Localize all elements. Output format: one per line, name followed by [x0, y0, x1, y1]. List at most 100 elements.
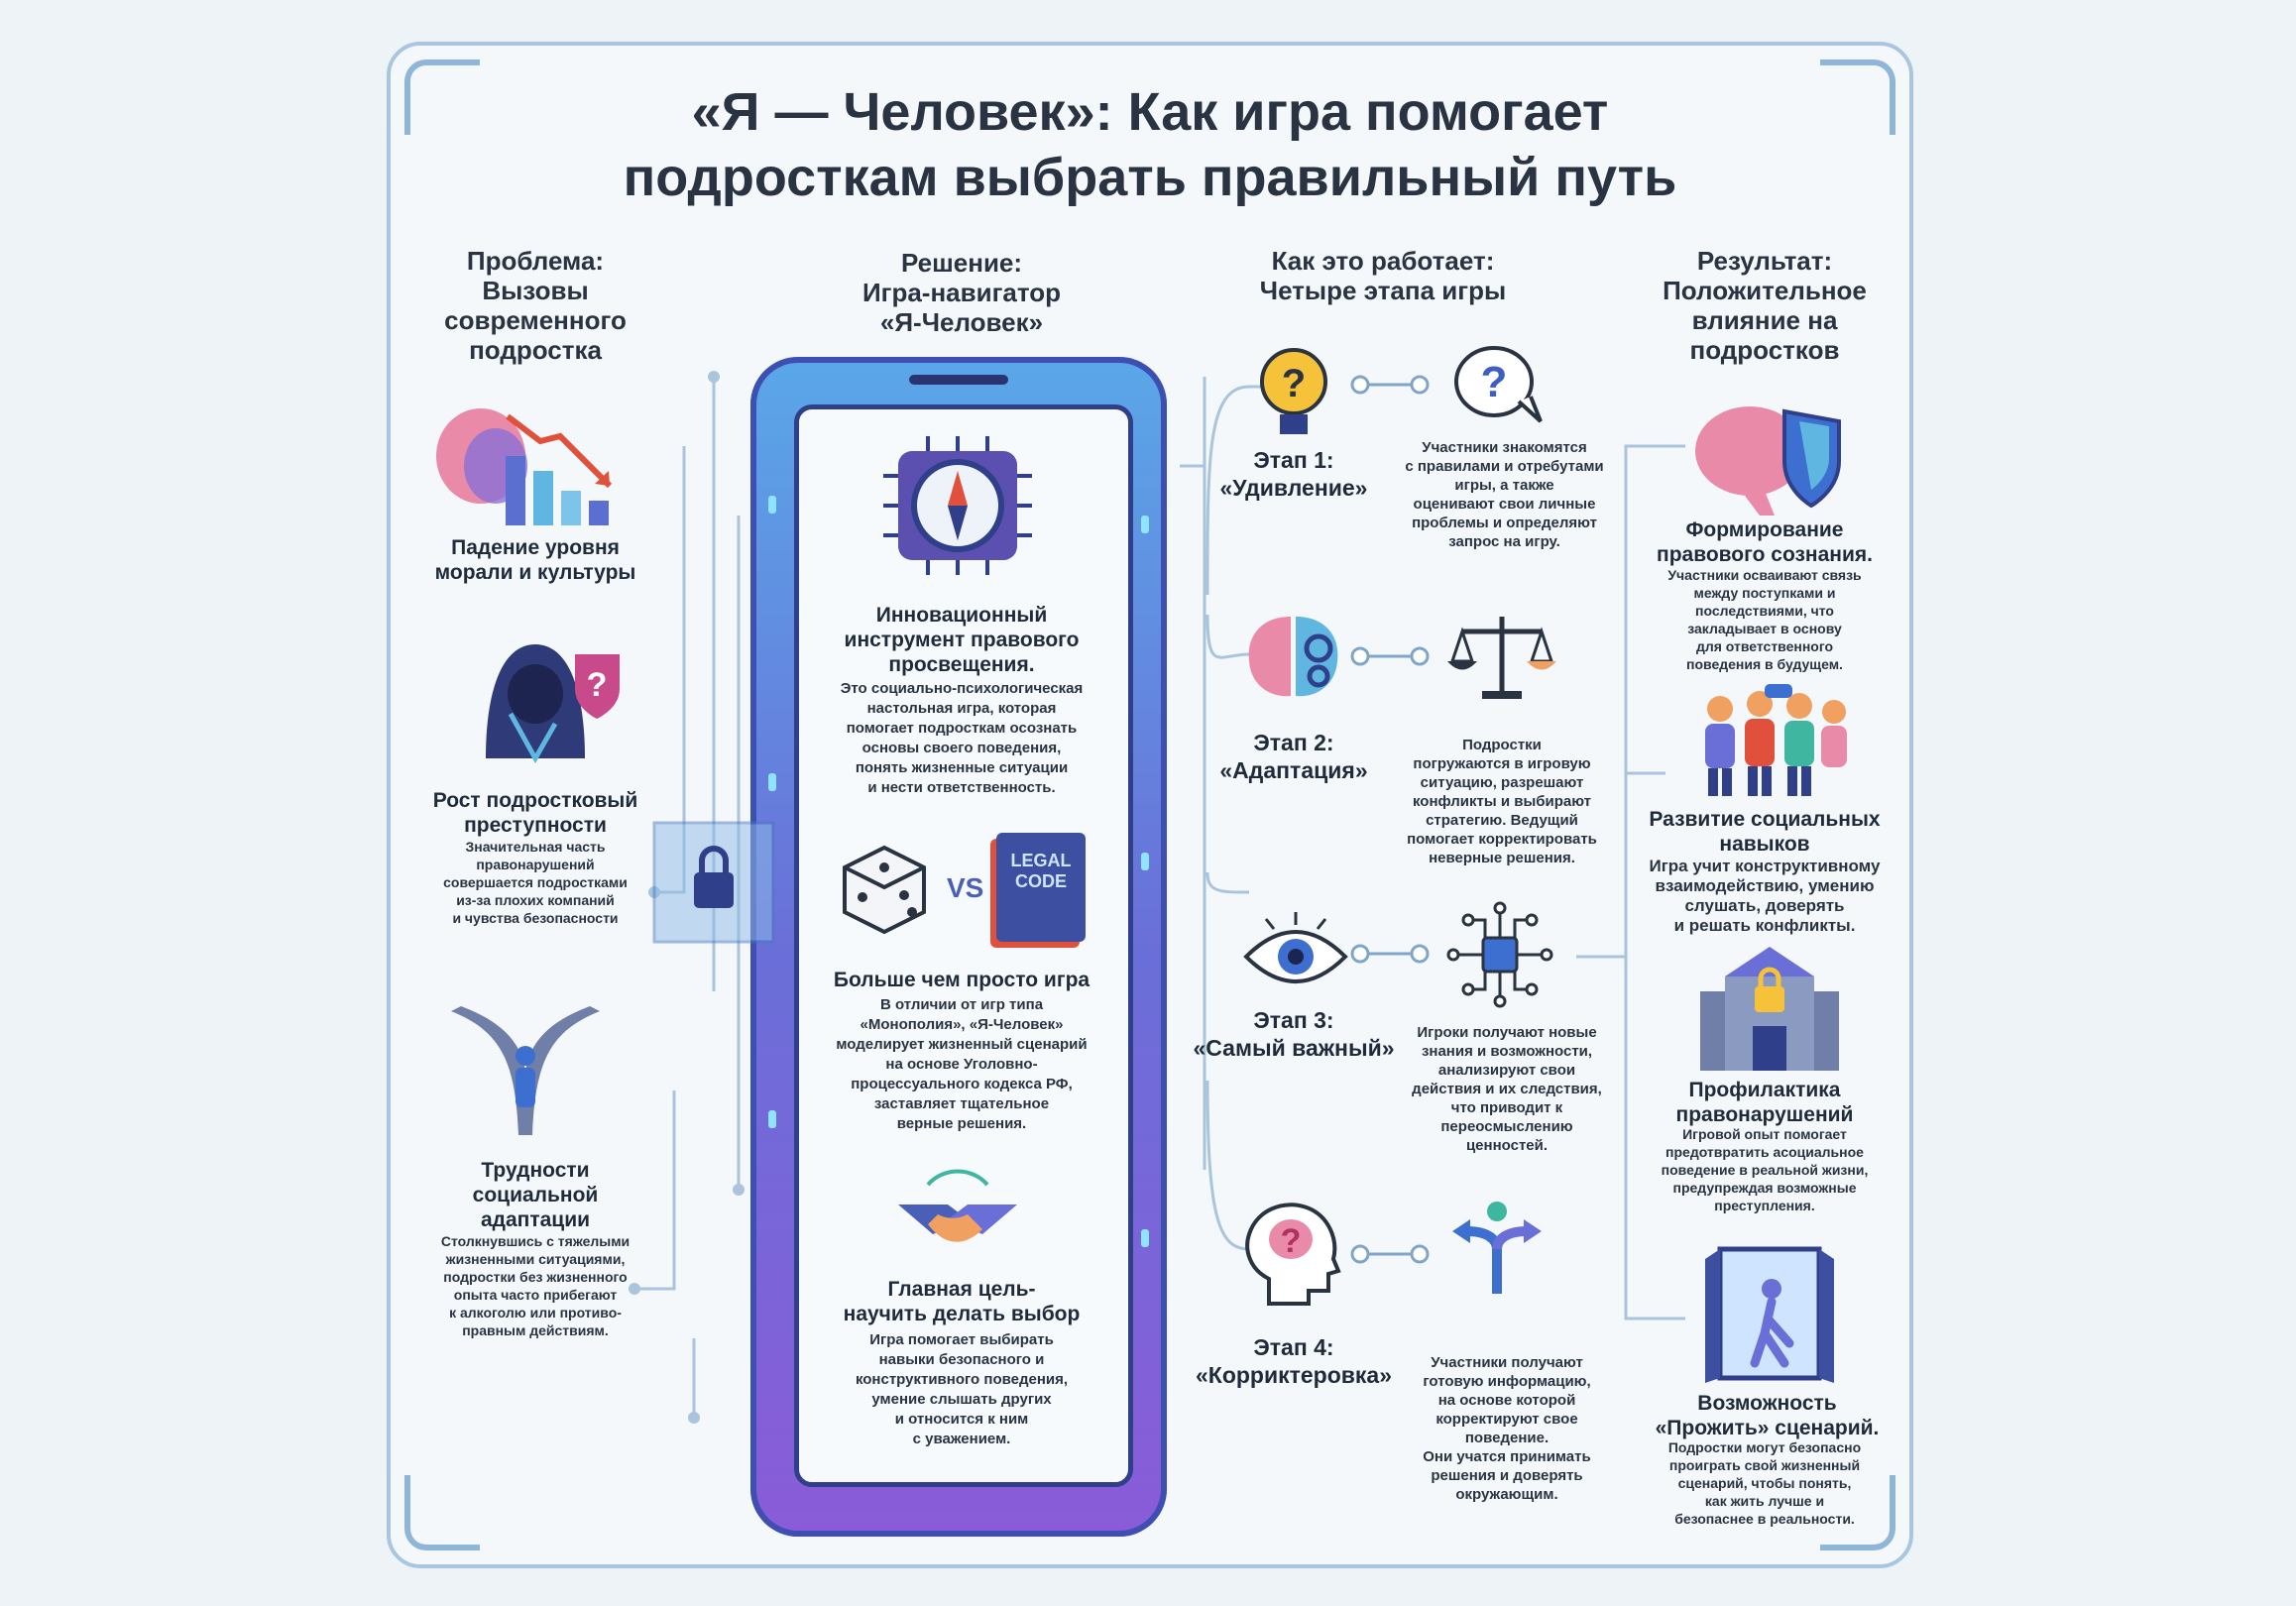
dice-icon: [843, 845, 926, 935]
text-line: Рост подростковый: [432, 789, 638, 812]
text-line: Этап 4:: [1253, 1334, 1334, 1360]
header-line: Четыре этапа игры: [1259, 276, 1507, 305]
text-line: последствиями, что: [1695, 603, 1834, 619]
text-line: Участники осваивают связь: [1667, 567, 1862, 583]
text-line: между поступками и: [1693, 585, 1836, 601]
text-line: неверные решения.: [1429, 850, 1575, 866]
frame-corner: [404, 59, 480, 135]
text-line: Этап 2:: [1253, 730, 1334, 755]
split-arrows-icon: [1452, 1202, 1542, 1294]
phone-side-light: [768, 496, 776, 514]
result-2-title: Развитие социальных навыков: [1636, 807, 1894, 857]
text-line: правонарушений: [1675, 1103, 1854, 1126]
head-question-icon: ?: [1245, 1203, 1341, 1306]
text-line: запрос на игру.: [1448, 533, 1560, 550]
text-line: ценностей.: [1465, 1137, 1549, 1154]
text-line: безопаснее в реальности.: [1674, 1511, 1855, 1527]
stage-1-title: Этап 1: «Удивление»: [1200, 446, 1388, 502]
scales-icon: [1447, 617, 1556, 699]
text-line: Это социально-психологическая: [840, 680, 1084, 697]
text-line: Участники получают: [1431, 1354, 1583, 1371]
text-line: окружающим.: [1455, 1486, 1558, 1503]
text-line: Они учатся принимать: [1423, 1448, 1591, 1465]
text-line: как жить лучше и: [1704, 1493, 1825, 1509]
text-line: слушать, доверять: [1684, 896, 1845, 915]
text-line: с уважением.: [912, 1431, 1011, 1447]
text-line: знания и возможности,: [1421, 1043, 1593, 1060]
text-line: с правилами и отребутами: [1405, 458, 1604, 475]
text-line: готовую информацию,: [1423, 1373, 1591, 1390]
text-line: поведение.: [1464, 1430, 1550, 1446]
text-line: Развитие социальных: [1649, 808, 1881, 831]
text-line: действия и их следствия,: [1412, 1081, 1602, 1097]
text-line: взаимодействию, умению: [1655, 876, 1875, 895]
svg-text:?: ?: [587, 666, 608, 704]
chip-network-icon: [1446, 901, 1553, 1008]
text-line: к алкоголю или противо-: [449, 1305, 622, 1320]
stage-2-desc: Подростки погружаются в игровую ситуацию…: [1383, 736, 1621, 867]
stage-4-desc: Участники получают готовую информацию, н…: [1388, 1353, 1626, 1504]
text-line: «Самый важный»: [1193, 1035, 1395, 1061]
header-line: Игра-навигатор: [861, 278, 1062, 307]
phone-side-light: [768, 773, 776, 791]
result-3-title: Профилактика правонарушений: [1636, 1078, 1894, 1127]
text-line: Участники знакомятся: [1422, 439, 1587, 456]
solution-1-desc: Это социально-психологическая настольная…: [808, 679, 1115, 798]
text-line: игры, а также: [1454, 477, 1554, 494]
text-line: жизненными ситуациями,: [445, 1251, 626, 1267]
door-walker-icon: [1705, 1246, 1834, 1383]
header-line: Проблема:: [466, 246, 605, 276]
phone-side-light: [1141, 1229, 1149, 1247]
text-line: Этап 1:: [1253, 447, 1334, 473]
text-line: помогает подросткам осознать: [846, 720, 1078, 737]
problem-3-title: Трудности социальной адаптации: [416, 1158, 654, 1232]
solution-3-title: Главная цель- научить делать выбор: [813, 1277, 1110, 1326]
text-line: стратегию. Ведущий: [1426, 812, 1578, 829]
text-line: Этап 3:: [1253, 1007, 1334, 1033]
page-title: «Я — Человек»: Как игра помогает подрост…: [387, 79, 1913, 210]
book-line: LEGAL: [1010, 851, 1072, 870]
text-line: навыков: [1719, 833, 1810, 856]
text-line: и относится к ним: [894, 1411, 1029, 1428]
text-line: из-за плохих компаний: [456, 892, 615, 908]
result-1-desc: Участники осваивают связь между поступка…: [1626, 566, 1903, 673]
text-line: преступности: [464, 814, 607, 837]
text-line: морали и культуры: [434, 561, 636, 584]
column-header-solution: Решение: Игра-навигатор «Я-Человек»: [813, 248, 1110, 337]
text-line: Трудности: [481, 1159, 590, 1182]
text-line: правонарушений: [476, 857, 595, 872]
text-line: Главная цель-: [887, 1278, 1036, 1301]
text-line: Значительная часть: [465, 839, 606, 855]
text-line: Игровой опыт помогает: [1682, 1126, 1847, 1142]
text-line: Формирование: [1685, 518, 1844, 541]
castle-lock-icon: [1700, 947, 1839, 1071]
text-line: Подростки могут безопасно: [1667, 1439, 1862, 1455]
text-line: корректируют свое: [1435, 1411, 1578, 1428]
title-line: «Я — Человек»: Как игра помогает: [691, 82, 1609, 142]
result-4-title: Возможность «Прожить» сценарий.: [1636, 1391, 1898, 1440]
stage-1-desc: Участники знакомятся с правилами и отреб…: [1383, 438, 1626, 551]
text-line: социальной: [472, 1184, 599, 1206]
frame-corner: [1820, 59, 1895, 135]
compass-chip-icon: [883, 436, 1032, 575]
brain-chart-icon: [436, 408, 613, 525]
text-line: понять жизненные ситуации: [855, 759, 1069, 776]
people-group-icon: [1705, 684, 1847, 796]
text-line: что приводит к: [1450, 1099, 1563, 1116]
header-line: современного: [444, 305, 627, 335]
problem-3-desc: Столкнувшись с тяжелыми жизненными ситуа…: [406, 1232, 664, 1339]
text-line: ситуацию, разрешают: [1420, 774, 1584, 791]
brain-shield-icon: [1695, 406, 1841, 516]
text-line: Возможность: [1697, 1392, 1837, 1415]
text-line: конструктивного поведения,: [855, 1371, 1069, 1388]
title-line: подросткам выбрать правильный путь: [623, 148, 1677, 207]
text-line: предотвратить асоциальное: [1665, 1144, 1864, 1160]
phone-screen: [794, 404, 1133, 1487]
stage-4-title: Этап 4: «Корриктеровка»: [1180, 1333, 1408, 1389]
frame-corner: [404, 1475, 480, 1550]
phone-side-light: [1141, 853, 1149, 870]
text-line: закладывает в основу: [1687, 621, 1842, 636]
problem-2-title: Рост подростковый преступности: [406, 788, 664, 838]
text-line: Инновационный: [875, 604, 1048, 627]
phone-device: [750, 357, 1167, 1537]
